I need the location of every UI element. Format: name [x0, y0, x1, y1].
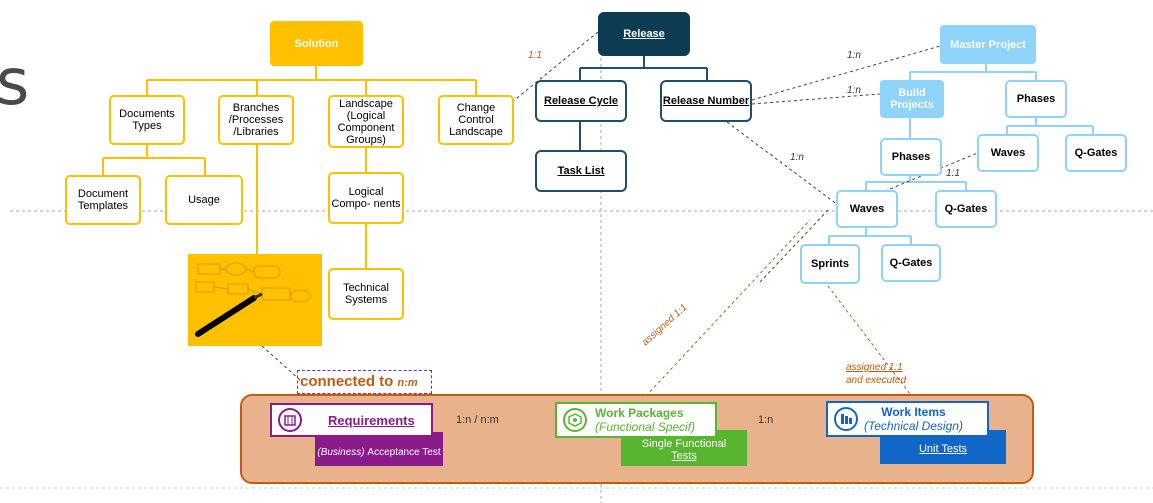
release-node[interactable]: Release [598, 12, 690, 56]
partial-letter: s [0, 46, 30, 120]
relation-label-release-waves: 1:n [790, 152, 804, 163]
logical-components-node[interactable]: Logical Compo- nents [328, 172, 404, 224]
technical-systems-node[interactable]: Technical Systems [328, 268, 404, 320]
phases-mid-node[interactable]: Phases [880, 138, 942, 176]
relation-label-build: 1:n [847, 85, 861, 96]
work-items-label: Work Items [881, 405, 946, 419]
work-packages-icon [563, 408, 587, 432]
connected-to-label: connected to n:m [297, 370, 432, 394]
work-items-icon [834, 407, 858, 431]
relation-label-waves: 1:1 [946, 168, 960, 179]
landscape-node[interactable]: Landscape (Logical Component Groups) [328, 95, 404, 148]
waves-right-node[interactable]: Waves [977, 134, 1039, 172]
acceptance-test-suffix: Acceptance Test [367, 446, 441, 458]
phases-top-node[interactable]: Phases [1005, 80, 1067, 118]
documents-types-node[interactable]: Documents Types [109, 95, 185, 145]
qgates-right-node[interactable]: Q-Gates [1065, 134, 1127, 172]
qgates-mid-node[interactable]: Q-Gates [935, 190, 997, 228]
assigned-executed-label-1: assigned 1:1 [846, 362, 903, 373]
work-packages-box[interactable]: Work Packages (Functional Specif) [555, 402, 717, 438]
process-sketch-image [188, 254, 322, 346]
work-packages-label: Work Packages [595, 406, 684, 420]
tests-label: Tests [671, 450, 697, 462]
release-number-node[interactable]: Release Number [660, 80, 752, 122]
usage-node[interactable]: Usage [165, 175, 243, 225]
single-functional-label: Single Functional [641, 438, 727, 450]
arrow-label-requirements-workpackages: 1:n / n:m [456, 414, 499, 426]
branches-node[interactable]: Branches /Processes /Libraries [218, 95, 294, 145]
solution-node[interactable]: Solution [270, 21, 363, 66]
relation-label-solution-release: 1:1 [528, 50, 542, 61]
work-items-box[interactable]: Work Items (Technical Design) [826, 401, 989, 437]
acceptance-test-prefix: (Business) [317, 446, 365, 458]
requirements-label: Requirements [328, 412, 415, 428]
qgates-low-node[interactable]: Q-Gates [881, 244, 941, 282]
build-projects-node[interactable]: Build Projects [880, 80, 944, 118]
unit-tests-label: Unit Tests [918, 443, 968, 455]
arrow-label-workpackages-workitems: 1:n [758, 414, 774, 426]
relation-label-master: 1:n [847, 50, 861, 61]
task-list-node[interactable]: Task List [535, 150, 627, 192]
waves-mid-node[interactable]: Waves [836, 190, 898, 228]
requirements-box[interactable]: Requirements [270, 403, 433, 437]
document-templates-node[interactable]: Document Templates [65, 175, 141, 225]
assigned-executed-label-2: and executed [846, 375, 907, 386]
master-project-node[interactable]: Master Project [940, 25, 1036, 64]
sprints-node[interactable]: Sprints [800, 244, 860, 284]
acceptance-test-box[interactable]: (Business) Acceptance Test [315, 432, 443, 466]
release-cycle-node[interactable]: Release Cycle [535, 80, 627, 122]
change-control-node[interactable]: Change Control Landscape [438, 95, 514, 145]
functional-specif-label: (Functional Specif) [595, 420, 696, 434]
technical-design-label: (Technical Design) [864, 419, 963, 433]
requirements-icon [278, 408, 302, 432]
